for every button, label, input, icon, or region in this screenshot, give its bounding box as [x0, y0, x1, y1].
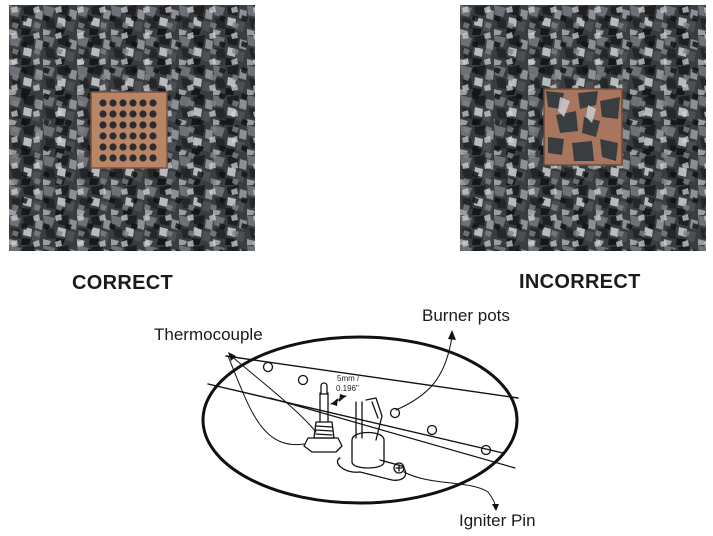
igniter-pin-leader — [403, 471, 496, 509]
burner-pots-leader — [395, 335, 453, 411]
correct-placement-photo — [9, 5, 255, 251]
burner-plate-incorrect — [543, 88, 623, 166]
thermocouple-part — [303, 382, 343, 453]
thermocouple-leader-b — [227, 355, 305, 446]
burner-tube-top-edge — [225, 355, 519, 399]
correct-caption: CORRECT — [72, 272, 173, 294]
correct-photo-image — [9, 5, 255, 251]
burner-tube-base — [269, 397, 516, 469]
thermocouple-label: Thermocouple — [154, 325, 263, 344]
burner-oval — [201, 335, 519, 505]
igniter-pin-part — [336, 397, 407, 481]
burner-pot-holes — [262, 361, 492, 456]
burner-plate-correct — [90, 91, 168, 169]
burner-pots-label: Burner pots — [422, 306, 510, 325]
spacing-inch-note: 0.196" — [336, 384, 359, 393]
thermocouple-leader-a — [229, 354, 317, 433]
igniter-pin-label: Igniter Pin — [459, 511, 536, 530]
incorrect-placement-photo — [460, 5, 706, 251]
incorrect-caption: INCORRECT — [519, 271, 641, 293]
spacing-mm-note: 5mm / — [337, 374, 360, 383]
incorrect-photo-image — [460, 5, 706, 251]
